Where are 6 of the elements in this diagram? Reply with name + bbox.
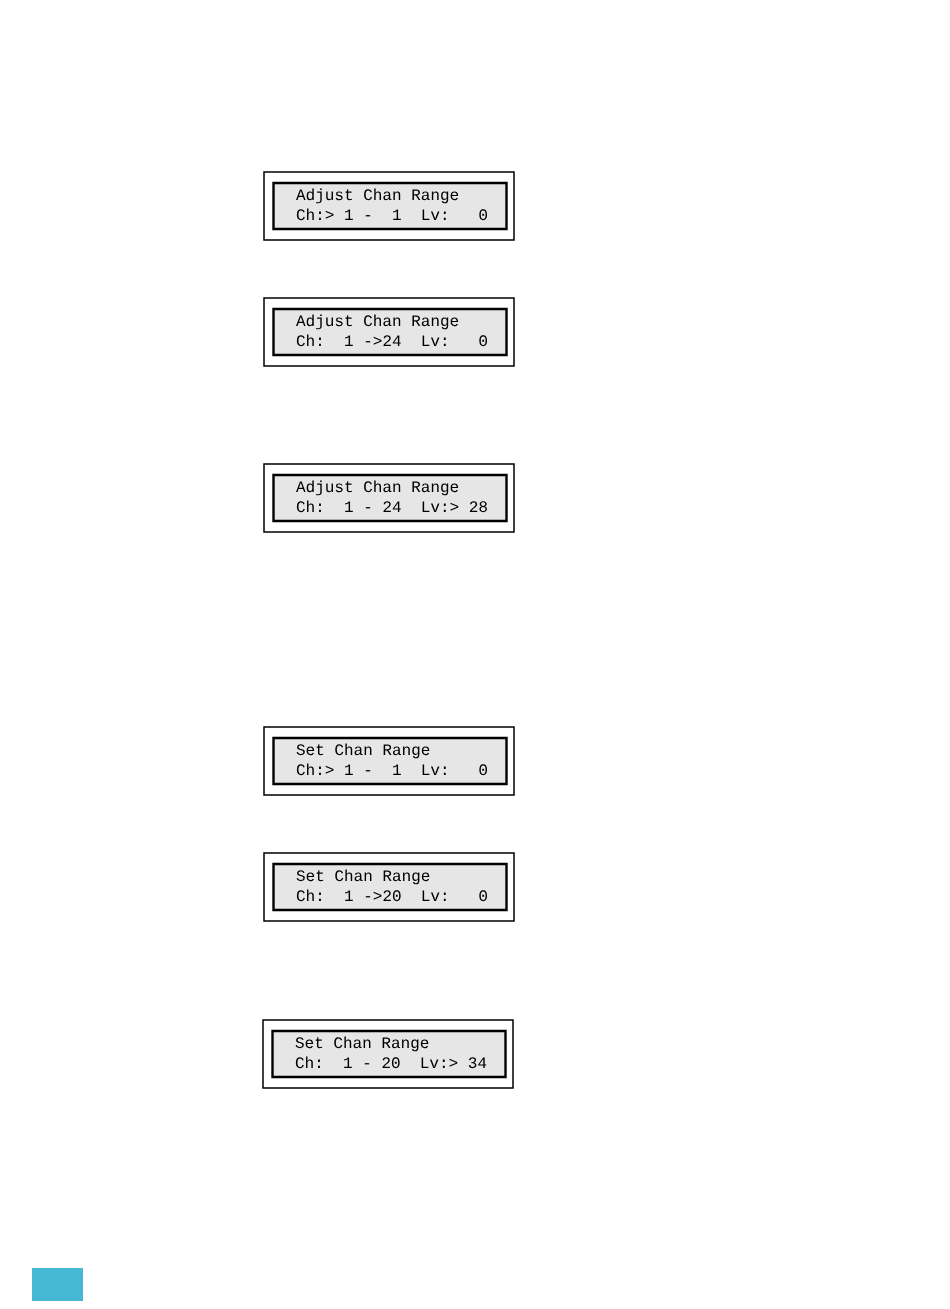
lcd-display: Adjust Chan Range Ch: 1 ->24 Lv: 0 <box>263 297 515 367</box>
lcd-display: Set Chan Range Ch: 1 - 20 Lv:> 34 <box>262 1019 514 1089</box>
lcd-display: Adjust Chan Range Ch: 1 - 24 Lv:> 28 <box>263 463 515 533</box>
lcd-display: Set Chan Range Ch:> 1 - 1 Lv: 0 <box>263 726 515 796</box>
lcd-display: Set Chan Range Ch: 1 ->20 Lv: 0 <box>263 852 515 922</box>
lcd-display: Adjust Chan Range Ch:> 1 - 1 Lv: 0 <box>263 171 515 241</box>
